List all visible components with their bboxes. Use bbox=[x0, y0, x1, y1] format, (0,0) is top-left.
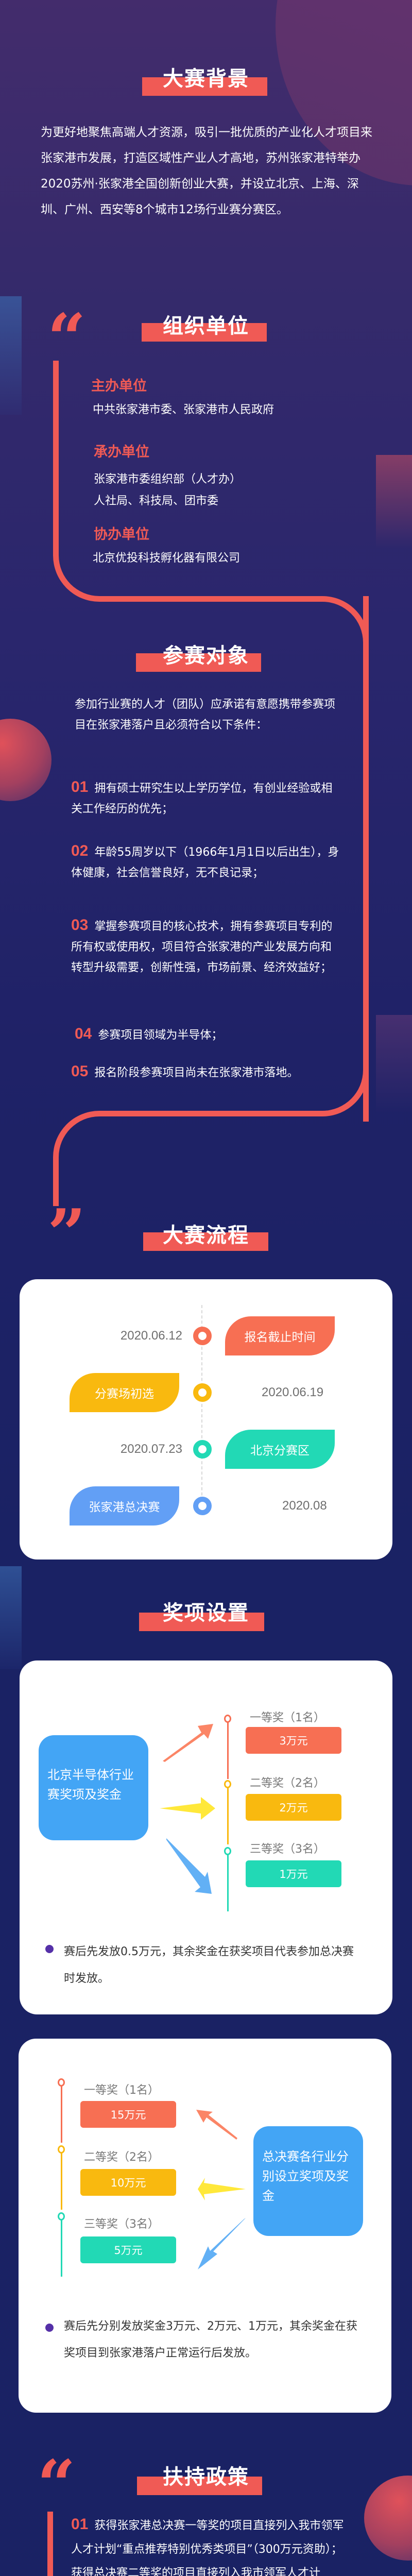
timeline-dot bbox=[193, 1383, 212, 1402]
timeline-date: 2020.06.19 bbox=[262, 1385, 324, 1399]
decorative-strip bbox=[376, 455, 412, 548]
arrow-icon bbox=[166, 1838, 212, 1894]
decorative-track bbox=[307, 596, 369, 1116]
timeline-dot bbox=[193, 1497, 212, 1515]
prize-ring-icon bbox=[58, 2145, 65, 2154]
arrow-icon bbox=[198, 2178, 246, 2200]
prize-amount: 1万元 bbox=[246, 1860, 341, 1887]
industry-awards-card: 北京半导体行业赛奖项及奖金 一等奖（1名） 3万元 二等奖（2名） 2万元 三等… bbox=[20, 1660, 392, 2014]
industry-awards-box: 北京半导体行业赛奖项及奖金 bbox=[39, 1735, 148, 1840]
organizer-label-undertaker: 承办单位 bbox=[94, 444, 149, 460]
timeline-date: 2020.08 bbox=[282, 1499, 327, 1513]
prize-amount: 5万元 bbox=[80, 2236, 176, 2263]
timeline-dot bbox=[193, 1440, 212, 1459]
decorative-track bbox=[53, 361, 321, 602]
timeline-date: 2020.06.12 bbox=[120, 1329, 182, 1343]
organizer-coorganizer-value: 北京优投科技孵化器有限公司 bbox=[93, 552, 241, 565]
decorative-strip bbox=[0, 296, 22, 415]
prize-label: 二等奖（2名） bbox=[84, 2151, 159, 2164]
prize-ring-icon bbox=[224, 1847, 231, 1855]
decorative-strip bbox=[376, 1015, 412, 1113]
schedule-card: 2020.06.12 报名截止时间 分赛场初选 2020.06.19 2020.… bbox=[20, 1279, 392, 1560]
timeline-pill: 分赛场初选 bbox=[70, 1373, 179, 1412]
arrow-icon bbox=[198, 2218, 246, 2269]
industry-awards-note: 赛后先发放0.5万元，其余奖金在获奖项目代表参加总决赛时发放。 bbox=[64, 1945, 354, 1985]
organizer-label-coorganizer: 协办单位 bbox=[94, 527, 149, 543]
final-awards-note: 赛后先分别发放奖金3万元、2万元、1万元，其余奖金在获奖项目到张家港落户正常运行… bbox=[64, 2320, 357, 2360]
prize-ring-icon bbox=[58, 2078, 65, 2087]
prize-label: 三等奖（3名） bbox=[84, 2218, 159, 2231]
timeline-date: 2020.07.23 bbox=[120, 1442, 182, 1456]
prize-label: 一等奖（1名） bbox=[250, 1711, 325, 1724]
close-quote-icon: ” bbox=[47, 1194, 86, 1273]
prize-amount: 15万元 bbox=[80, 2101, 176, 2128]
section-title-organizers: 组织单位 bbox=[0, 309, 412, 342]
section-title-background: 大赛背景 bbox=[0, 62, 412, 96]
final-awards-card: 一等奖（1名） 15万元 二等奖（2名） 10万元 三等奖（3名） 5万元 总决… bbox=[19, 2039, 391, 2413]
arrow-icon bbox=[160, 1797, 215, 1820]
section-title-eligibility: 参赛对象 bbox=[0, 639, 412, 672]
prize-ring-icon bbox=[58, 2212, 65, 2221]
open-quote-icon: “ bbox=[37, 2445, 76, 2524]
decorative-strip bbox=[0, 1566, 22, 1669]
prize-amount: 10万元 bbox=[80, 2169, 176, 2196]
timeline-line bbox=[201, 1305, 202, 1511]
prize-amount: 2万元 bbox=[246, 1794, 341, 1821]
timeline-pill: 报名截止时间 bbox=[225, 1316, 335, 1355]
organizer-undertaker-line-2: 人社局、科技局、团市委 bbox=[94, 495, 219, 507]
open-quote-icon: “ bbox=[47, 299, 86, 378]
section-title-schedule: 大赛流程 bbox=[0, 1218, 412, 1251]
final-awards-box: 总决赛各行业分别设立奖项及奖金 bbox=[253, 2126, 363, 2236]
timeline-dot bbox=[193, 1327, 212, 1345]
decorative-orb bbox=[0, 719, 52, 801]
timeline-pill: 张家港总决赛 bbox=[70, 1486, 179, 1526]
prize-amount: 3万元 bbox=[246, 1727, 341, 1754]
eligibility-intro: 参加行业赛的人才（团队）应承诺有意愿携带参赛项目在张家港落户且必须符合以下条件： bbox=[75, 698, 336, 732]
decorative-track bbox=[47, 2512, 315, 2576]
organizer-label-host: 主办单位 bbox=[91, 378, 147, 394]
prize-label: 一等奖（1名） bbox=[84, 2084, 159, 2097]
arrow-icon bbox=[163, 1724, 213, 1762]
arrow-icon bbox=[196, 2110, 237, 2140]
organizer-undertaker-line-1: 张家港市委组织部（人才办） bbox=[94, 473, 242, 486]
decorative-track bbox=[53, 1111, 321, 1206]
bullet-icon bbox=[45, 2324, 54, 2332]
background-paragraph: 为更好地聚焦高端人才资源，吸引一批优质的产业化人才项目来张家港市发展，打造区域性… bbox=[41, 126, 372, 216]
organizer-host-value: 中共张家港市委、张家港市人民政府 bbox=[93, 403, 274, 416]
timeline-pill: 北京分赛区 bbox=[225, 1430, 335, 1469]
section-title-awards: 奖项设置 bbox=[0, 1596, 412, 1631]
section-title-policy: 扶持政策 bbox=[0, 2460, 412, 2495]
prize-label: 二等奖（2名） bbox=[250, 1777, 325, 1790]
prize-ring-icon bbox=[224, 1715, 231, 1723]
prize-label: 三等奖（3名） bbox=[250, 1843, 325, 1856]
bullet-icon bbox=[45, 1945, 54, 1953]
prize-ring-icon bbox=[224, 1780, 231, 1788]
